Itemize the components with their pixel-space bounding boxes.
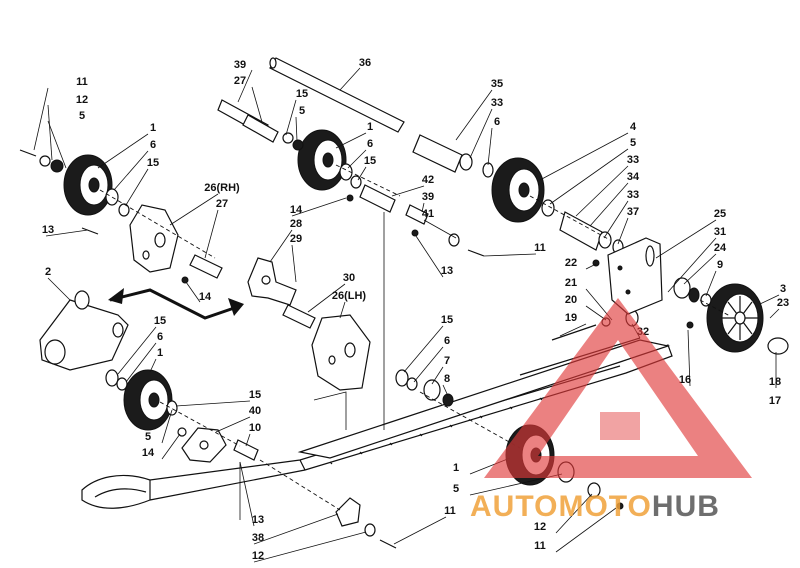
callout-c17: 6 (367, 138, 373, 150)
callout-c48: 3 (780, 283, 786, 295)
callout-c27: 28 (290, 218, 302, 230)
callout-c42: 9 (717, 259, 723, 271)
callout-c31: 30 (343, 272, 355, 284)
callout-c56: 8 (444, 373, 450, 385)
callout-c70: 5 (453, 483, 459, 495)
callout-c4: 1 (150, 122, 156, 134)
callout-c39: 25 (714, 208, 726, 220)
callout-c10: 2 (45, 266, 51, 278)
callout-c19: 36 (359, 57, 371, 69)
callout-c7: 26(RH) (204, 182, 240, 194)
callout-c51: 18 (769, 376, 781, 388)
watermark-text: AUTOMOTOHUB (470, 490, 720, 523)
callout-c30: 11 (534, 242, 546, 254)
callout-c32: 26(LH) (332, 290, 367, 302)
callout-c29: 13 (441, 265, 453, 277)
callout-c22: 6 (494, 116, 500, 128)
callout-c24: 39 (422, 191, 434, 203)
callout-c26: 14 (290, 204, 303, 216)
idler-wheel-upper-left (63, 154, 113, 216)
callout-c3: 5 (79, 110, 85, 122)
lower-arm-40 (181, 427, 227, 463)
watermark-triangle-logo (484, 298, 752, 478)
callout-c25: 41 (422, 208, 434, 220)
spoked-wheel-3 (706, 283, 789, 355)
callout-c64: 14 (142, 447, 155, 459)
callout-c69: 1 (453, 462, 459, 474)
axle-bracket-2 (39, 290, 129, 371)
callout-c55: 7 (444, 355, 450, 367)
shaft-36 (269, 57, 405, 133)
axle-lines (99, 164, 731, 520)
callout-c15: 5 (299, 105, 305, 117)
callout-c1: 11 (76, 76, 88, 88)
callout-c68: 11 (444, 505, 456, 517)
leader-lines (33, 67, 780, 563)
callout-c65: 13 (252, 514, 264, 526)
callout-c18: 15 (364, 155, 376, 167)
callout-c11: 14 (199, 291, 212, 303)
callout-c8: 27 (216, 198, 228, 210)
block-38 (335, 497, 361, 527)
callout-c72: 11 (534, 540, 546, 552)
rear-plate-25 (607, 237, 663, 315)
callout-c9: 13 (42, 224, 54, 236)
callout-c41: 24 (714, 242, 727, 254)
bracket-26-rh (129, 204, 179, 273)
callout-c45: 20 (565, 294, 577, 306)
callout-c34: 5 (630, 137, 636, 149)
callout-c28: 29 (290, 233, 302, 245)
callout-c53: 15 (441, 314, 453, 326)
callout-c40: 31 (714, 226, 726, 238)
callout-c54: 6 (444, 335, 450, 347)
callout-c52: 17 (769, 395, 781, 407)
idler-wheel-upper-middle (297, 129, 347, 191)
callout-c23: 42 (422, 174, 434, 186)
callout-c37: 33 (627, 189, 639, 201)
callout-c2: 12 (76, 94, 88, 106)
callout-c50: 16 (679, 374, 691, 386)
callout-c43: 22 (565, 257, 577, 269)
automotohub-watermark: AUTOMOTOHUB (470, 298, 752, 523)
watermark-part-moto: MOTO (558, 490, 651, 523)
callout-c38: 37 (627, 206, 639, 218)
callout-c46: 19 (565, 312, 577, 324)
callout-c63: 5 (145, 431, 151, 443)
callout-c57: 15 (154, 315, 166, 327)
callout-c66: 38 (252, 532, 264, 544)
callout-c20: 35 (491, 78, 503, 90)
idler-wheel-lower-left (123, 369, 173, 431)
callout-c59: 1 (157, 347, 163, 359)
callout-c6: 15 (147, 157, 159, 169)
bracket-26-lh (311, 314, 371, 391)
callout-c71: 12 (534, 521, 546, 533)
callout-c12: 39 (234, 59, 246, 71)
callout-c14: 15 (296, 88, 308, 100)
idler-wheel-upper-right (491, 157, 545, 223)
callout-c16: 1 (367, 121, 373, 133)
callout-c21: 33 (491, 97, 503, 109)
small-hardware (19, 99, 712, 549)
watermark-part-auto: AUTO (470, 490, 558, 523)
callout-c5: 6 (150, 139, 156, 151)
callout-c13: 27 (234, 75, 246, 87)
callout-c44: 21 (565, 277, 577, 289)
direction-arrow (108, 288, 244, 320)
rocker-arm-28 (247, 257, 297, 306)
callout-c58: 6 (157, 331, 163, 343)
callout-c35: 33 (627, 154, 639, 166)
callout-c33: 4 (630, 121, 637, 133)
watermark-part-hub: HUB (652, 490, 720, 523)
callout-c36: 34 (627, 171, 640, 183)
callout-c61: 40 (249, 405, 261, 417)
callout-c49: 23 (777, 297, 789, 309)
callout-c60: 15 (249, 389, 261, 401)
callout-labels: 11125161526(RH)2713214392715516153635336… (42, 57, 789, 562)
callout-c67: 12 (252, 550, 264, 562)
callout-c62: 10 (249, 422, 261, 434)
